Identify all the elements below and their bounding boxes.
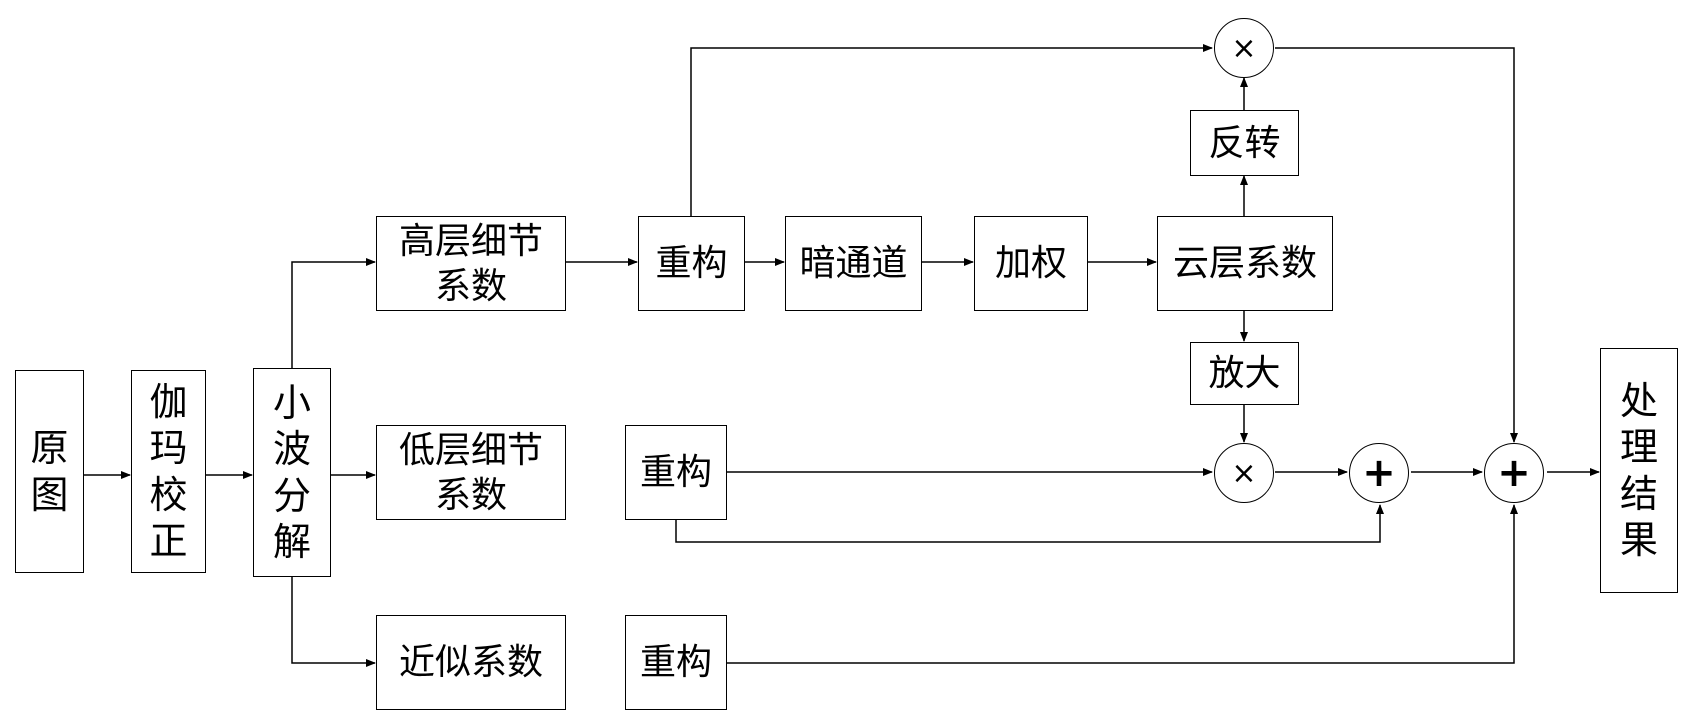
cloud-coef-box: 云层系数 — [1157, 216, 1333, 311]
add-final-operator: + — [1484, 443, 1544, 503]
gamma-correction-box: 伽 玛 校 正 — [131, 370, 206, 573]
weighting-box: 加权 — [974, 216, 1088, 311]
add-mid-operator: + — [1349, 443, 1409, 503]
low-detail-coef-box: 低层细节 系数 — [376, 425, 566, 520]
edge-reconapprox-addfinal — [727, 504, 1518, 664]
original-image-box: 原 图 — [15, 370, 84, 573]
result-box: 处 理 结 果 — [1600, 348, 1678, 593]
multiply-mid-operator: × — [1214, 443, 1274, 503]
reconstruct-approx-box: 重构 — [625, 615, 727, 710]
invert-box: 反转 — [1190, 110, 1299, 176]
dark-channel-box: 暗通道 — [785, 216, 922, 311]
edge-multop-addfinal — [1275, 47, 1518, 443]
edge-reconlow-addmid — [675, 504, 1384, 543]
high-detail-coef-box: 高层细节 系数 — [376, 216, 566, 311]
edge-wavelet-approx — [291, 577, 376, 667]
approx-coef-box: 近似系数 — [376, 615, 566, 710]
amplify-box: 放大 — [1190, 342, 1299, 405]
reconstruct-low-box: 重构 — [625, 425, 727, 520]
edge-recon-multop — [690, 44, 1213, 216]
multiply-top-operator: × — [1214, 18, 1274, 78]
wavelet-decomposition-box: 小 波 分 解 — [253, 368, 331, 577]
edge-wavelet-high — [291, 258, 376, 368]
reconstruct-high-box: 重构 — [638, 216, 745, 311]
